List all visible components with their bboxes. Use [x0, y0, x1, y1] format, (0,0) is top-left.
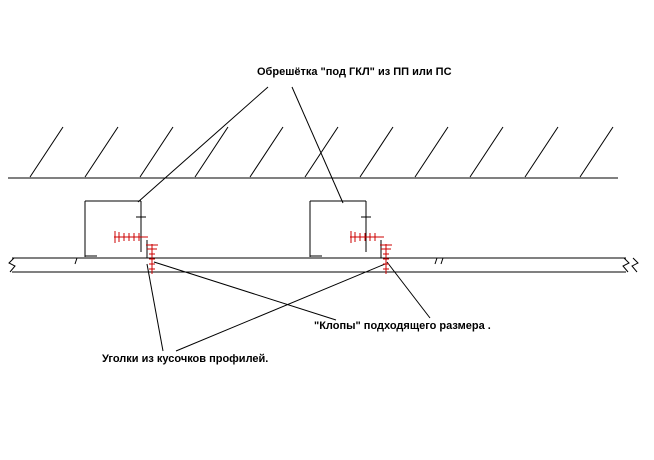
plank [8, 257, 639, 273]
leader-lines [137, 86, 431, 352]
screw-marks [114, 231, 392, 274]
label-angles: Уголки из кусочков профилей. [102, 353, 269, 365]
ceiling-hatching-lines [29, 126, 614, 178]
label-screws: "Клопы" подходящего размера . [314, 320, 491, 332]
label-battens: Обрешётка "под ГКЛ" из ПП или ПС [257, 66, 452, 78]
profile-right [309, 200, 371, 257]
profile-left [84, 200, 146, 257]
